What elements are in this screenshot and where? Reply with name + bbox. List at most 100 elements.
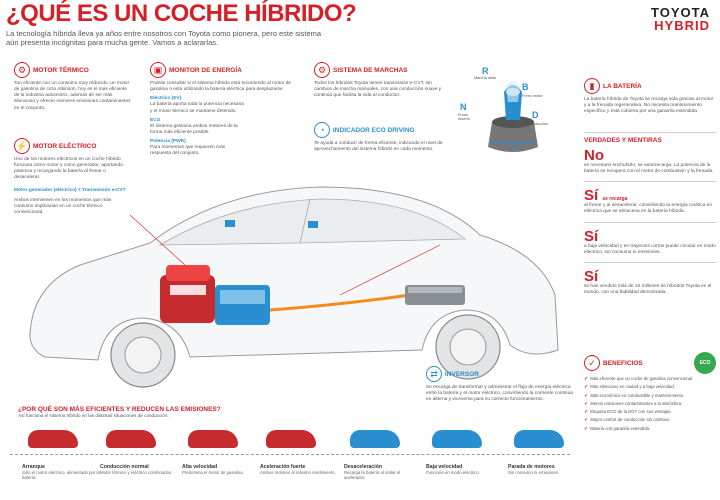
stage-label: Arranque — [22, 464, 46, 470]
motor-electrico-section: ⚡ MOTOR ELÉCTRICO Uno de los motores elé… — [14, 138, 132, 216]
benefit-item: ✓Más eficiente que un coche de gasolina … — [584, 376, 694, 382]
gear-b-label: Freno motor — [522, 94, 543, 98]
stage-label: Alta velocidad — [182, 464, 218, 470]
car-icon — [432, 430, 482, 448]
pwr-label: Potencia (PWR) — [150, 139, 186, 144]
monitor-energia-text: Podrás consultar si el sistema híbrido e… — [150, 81, 292, 93]
logo-brand: TOYOTA — [651, 5, 710, 20]
indicador-eco-title: INDICADOR ECO DRIVING — [333, 126, 415, 134]
stage-label: Aceleración fuerte — [260, 464, 306, 470]
indicador-eco-section: ◔ INDICADOR ECO DRIVING Te ayuda a condu… — [314, 122, 444, 153]
motor-electrico-text: Uno de los motores eléctricos en un coch… — [14, 157, 123, 181]
verdad-big: Sí — [584, 267, 599, 285]
verdad-text: al frenar y al desacelerar, convirtiendo… — [584, 203, 712, 215]
stage-text: Recarga la batería al soltar el acelerad… — [344, 470, 401, 481]
car-icon — [188, 430, 238, 448]
verdad-tag: se recarga — [602, 196, 628, 203]
monitor-icon: ▣ — [150, 62, 166, 78]
verdad-item: No es necesario enchufarlo, se autorreca… — [584, 148, 716, 175]
sistema-marchas-text: Todos los híbridos Toyota tienen transmi… — [314, 81, 442, 99]
verdad-big: No — [584, 147, 604, 164]
car-icon — [350, 430, 400, 448]
eco-label-icon: ECO — [694, 352, 716, 374]
bateria-section: ▮ LA BATERÍA La batería híbrida de Toyot… — [584, 78, 716, 115]
divider — [584, 132, 716, 133]
stage-text: Funciona en modo eléctrico. — [426, 470, 480, 475]
battery-icon: ▮ — [584, 78, 600, 94]
sistema-marchas-section: ⚙ SISTEMA DE MARCHAS Todos los híbridos … — [314, 62, 444, 99]
ev-label: Eléctrico (EV) — [150, 96, 182, 102]
logo-hybrid: HYBRID — [654, 18, 710, 33]
gauge-icon: ◔ — [314, 122, 330, 138]
divider — [584, 181, 716, 183]
gear-shifter-icon — [488, 81, 538, 152]
stage-desaceleracion: Desaceleración Recarga la batería al sol… — [344, 426, 422, 481]
page-title: ¿QUÉ ES UN COCHE HÍBRIDO? — [6, 0, 357, 27]
verdad-item: Sí a baja velocidad y en trayectos corto… — [584, 229, 716, 256]
motor-termico-section: ⚙ MOTOR TÉRMICO Tan eficiente con un con… — [14, 62, 132, 112]
stage-label: Desaceleración — [344, 464, 383, 470]
stage-text: Sin consumo ni emisiones. — [508, 470, 560, 475]
gear-b: B — [522, 82, 529, 92]
bateria-title: LA BATERÍA — [603, 82, 642, 90]
inverter-icon: ⇄ — [426, 366, 442, 382]
stage-label: Conducción normal — [100, 464, 149, 470]
benefit-item: ✓Más silencioso en ciudad y a baja veloc… — [584, 384, 675, 391]
stage-text: Predomina el motor de gasolina. — [182, 470, 244, 475]
inversor-section: ⇄ INVERSOR Se encarga de transformar y a… — [426, 366, 576, 403]
eficiencia-title: ¿POR QUÉ SON MÁS EFICIENTES Y REDUCEN LA… — [18, 406, 221, 413]
electric-motor-icon: ⚡ — [14, 138, 30, 154]
stage-text: Ambos motores al máximo rendimiento. — [260, 470, 336, 475]
stage-baja-velocidad: Baja velocidad Funciona en modo eléctric… — [426, 426, 504, 475]
motor-termico-title: MOTOR TÉRMICO — [33, 66, 89, 74]
inversor-title: INVERSOR — [445, 370, 479, 378]
stage-text: Sólo el motor eléctrico, alimentado por … — [22, 470, 100, 481]
gear-r: R — [482, 66, 489, 76]
benefit-item: ✓Mayor confort de conducción sin cambios… — [584, 417, 671, 424]
stage-conduccion: Conducción normal Motor térmico y eléctr… — [100, 426, 178, 475]
verdades-section: VERDADES Y MENTIRAS No es necesario ench… — [584, 132, 716, 296]
gear-d-label: Conducción — [528, 122, 549, 126]
car-icon — [28, 430, 78, 448]
verdad-big: Sí — [584, 187, 599, 205]
stage-alta-velocidad: Alta velocidad Predomina el motor de gas… — [182, 426, 260, 475]
divider — [584, 221, 716, 223]
pwr-text: Para momentos que requieren más respuest… — [150, 145, 226, 157]
verdad-text: es necesario enchufarlo, se autorrecarga… — [584, 163, 714, 175]
stage-aceleracion: Aceleración fuerte Ambos motores al máxi… — [260, 426, 338, 475]
verdades-title: VERDADES Y MENTIRAS — [584, 137, 662, 144]
intro-text: La tecnología híbrida lleva ya años entr… — [6, 29, 322, 48]
eficiencia-subtitle: Así funciona el sistema híbrido en las d… — [18, 413, 169, 418]
stage-label: Baja velocidad — [426, 464, 463, 470]
car-icon — [266, 430, 316, 448]
gear-d: D — [532, 110, 539, 120]
gear-r-label: Marcha atrás — [474, 76, 497, 80]
verdad-item: Sí se recarga al frenar y al desacelerar… — [584, 188, 716, 215]
motor-termico-text: Tan eficiente con un consumo muy reducid… — [14, 81, 131, 111]
benefit-item: ✓Más económico en combustible y mantenim… — [584, 392, 685, 399]
car-illustration — [10, 135, 570, 415]
gear-caption: Palanca de cambios e-CVT — [490, 140, 536, 150]
gear-icon: ⚙ — [314, 62, 330, 78]
leaf-icon: ✓ — [584, 355, 600, 371]
monitor-energia-title: MONITOR DE ENERGÍA — [169, 66, 242, 74]
toyota-hybrid-logo: TOYOTA HYBRID — [651, 6, 710, 32]
gear-shifter-figure: R Marcha atrás B Freno motor N Punto mue… — [458, 62, 568, 162]
benefit-item: ✓Menos emisiones contaminantes a la atmó… — [584, 400, 683, 407]
motor-electrico-title: MOTOR ELÉCTRICO — [33, 142, 97, 150]
motor-generador-text: Ambos intervienen en los momentos que má… — [14, 197, 112, 215]
ev-text: La batería aporta toda la potencia neces… — [150, 102, 244, 114]
road-line — [10, 454, 570, 455]
divider — [584, 261, 716, 263]
eco-text: El sistema gestiona ambos motores de la … — [150, 123, 238, 135]
benefit-item: ✓Etiqueta ECO de la DGT con sus ventajas… — [584, 409, 672, 415]
verdad-text: a baja velocidad y en trayectos cortos p… — [584, 243, 716, 255]
indicador-eco-text: Te ayuda a conducir de forma eficiente, … — [314, 141, 443, 153]
stage-arranque: Arranque Sólo el motor eléctrico, alimen… — [22, 426, 100, 481]
beneficios-title: BENEFICIOS — [603, 359, 643, 367]
benefit-item: ✓Batería con garantía extendida. — [584, 425, 651, 432]
bateria-text: La batería híbrida de Toyota se recarga … — [584, 97, 714, 115]
stage-parada: Parada de motores Sin consumo ni emision… — [508, 426, 586, 475]
car-icon — [106, 430, 156, 448]
verdad-item: Sí se han vendido más de 10 millones de … — [584, 269, 716, 296]
